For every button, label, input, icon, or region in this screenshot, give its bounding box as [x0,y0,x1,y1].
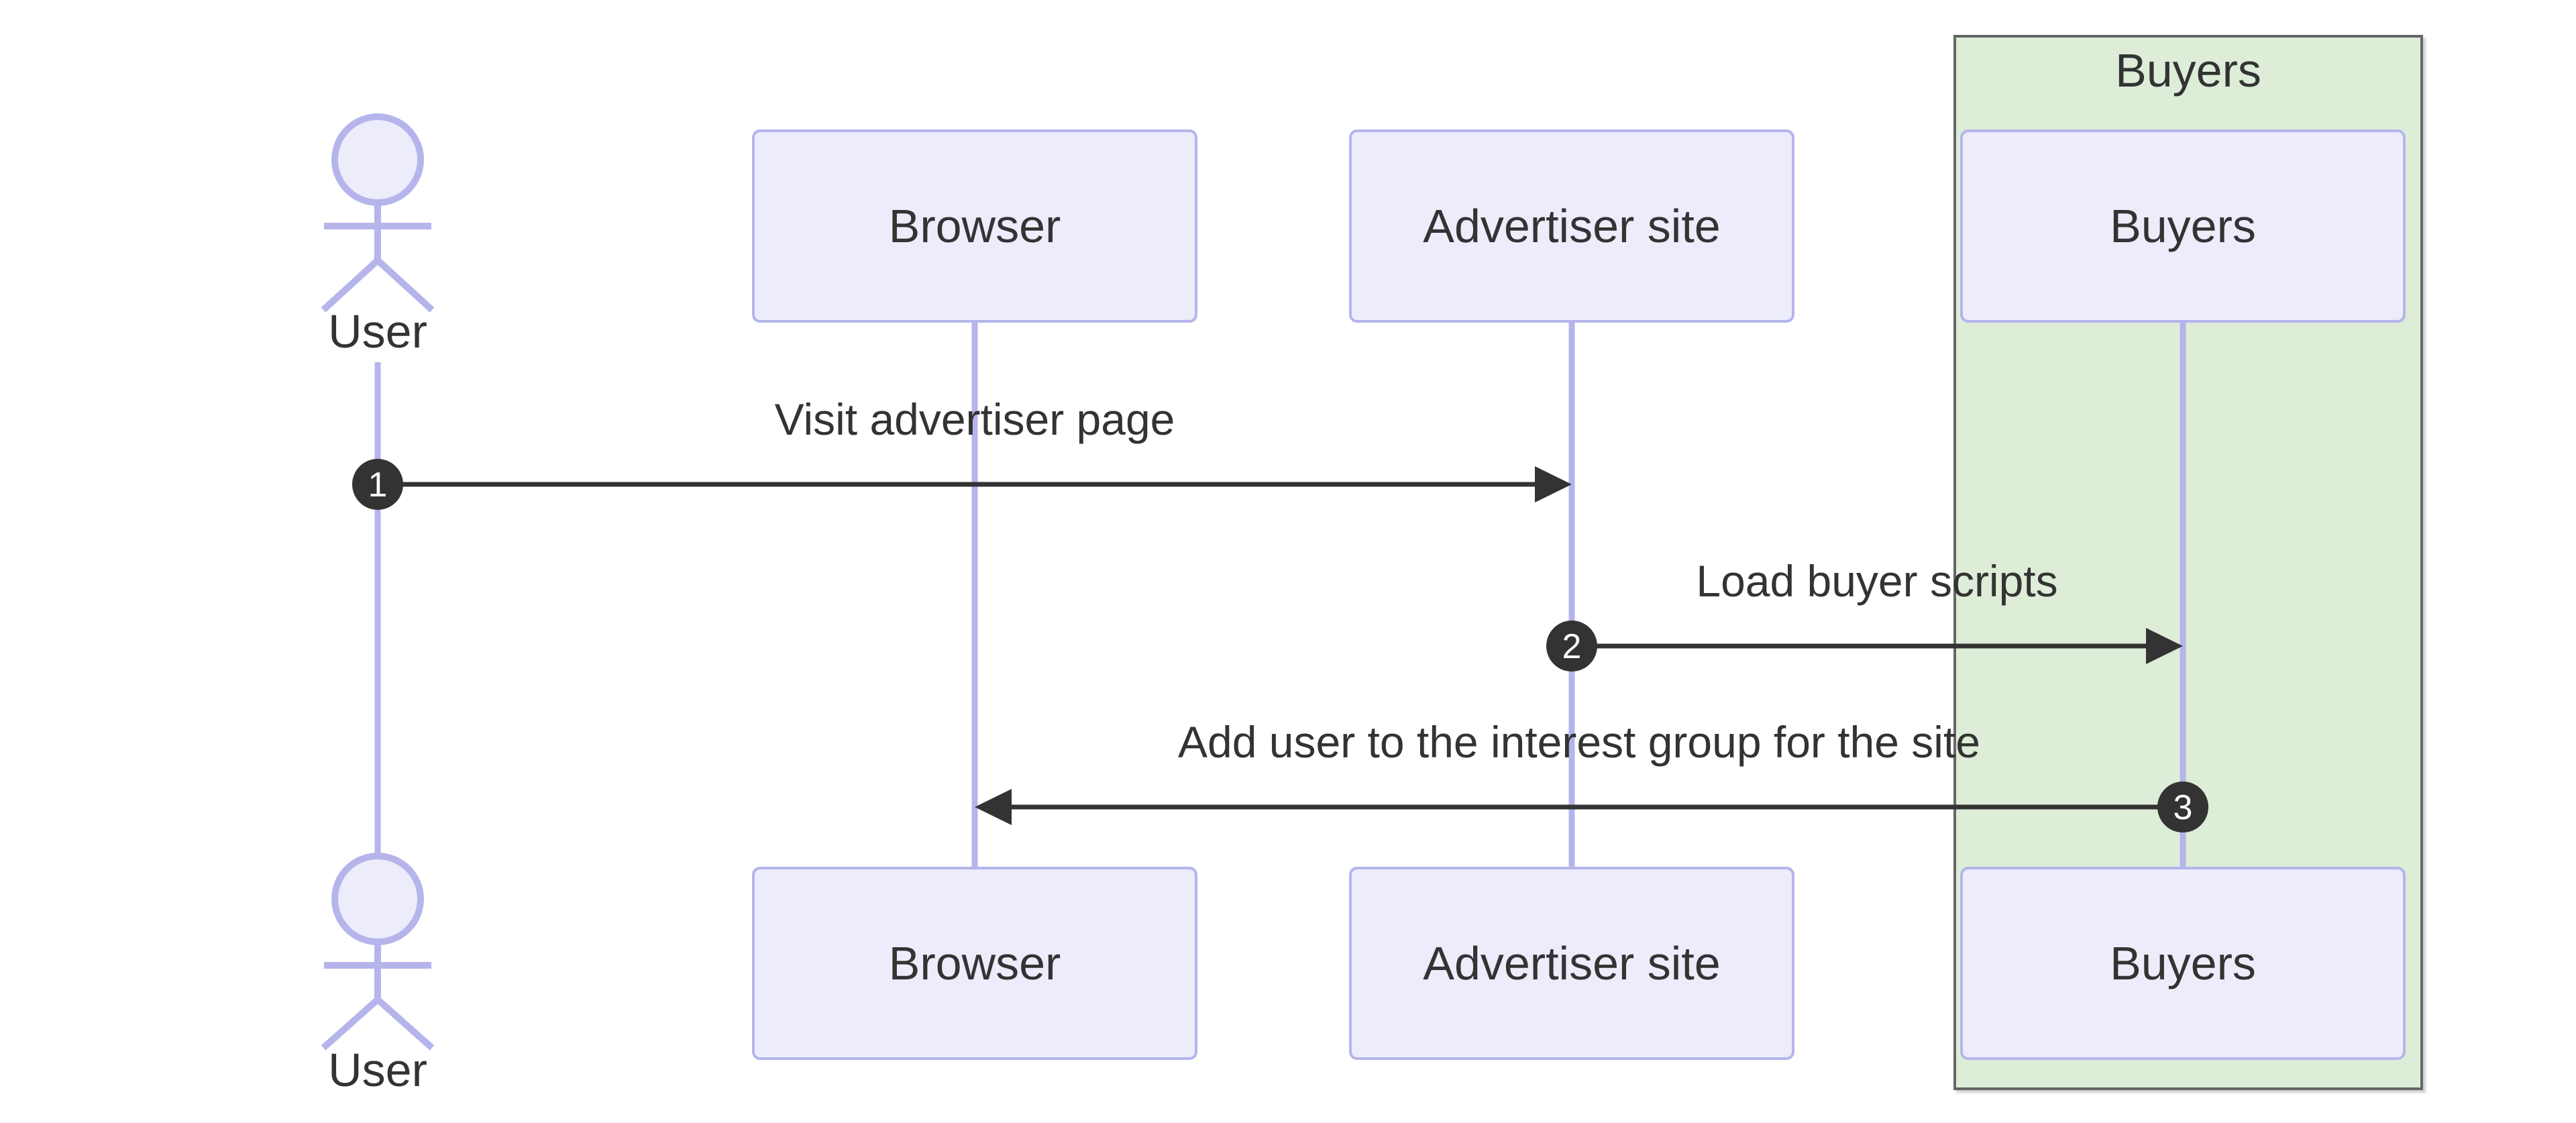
message-arrow-2: 2 [1546,621,2183,672]
lifelines [374,323,2186,867]
actor-label-user-bottom: User [328,1044,427,1096]
participant-advertiser-bottom: Advertiser site [1349,867,1794,1060]
participant-buyers-bottom: Buyers [1960,867,2406,1060]
participant-browser-bottom: Browser [752,867,1197,1060]
participant-browser-bottom-label: Browser [888,937,1061,990]
sequence-number-2: 2 [1562,627,1582,666]
sequence-number-badge-1 [352,459,403,510]
participant-advertiser-bottom-label: Advertiser site [1423,937,1721,990]
actor-label-user-top: User [328,305,427,358]
sequence-number-badge-3 [2157,782,2208,833]
sequence-number-badge-2 [1546,621,1597,672]
message-arrow-3: 3 [975,782,2208,833]
message-label-1: Visit advertiser page [774,394,1175,444]
user-actor-icon-top [321,113,435,313]
message-arrow-1: 1 [352,459,1572,510]
participant-buyers-top-label: Buyers [2110,200,2256,252]
participant-advertiser-top-label: Advertiser site [1423,200,1721,252]
participant-browser-top: Browser [752,129,1197,323]
user-actor-icon-bottom [321,853,435,1051]
buyers-group-label: Buyers [2115,44,2261,97]
message-label-2: Load buyer scripts [1696,556,2058,606]
message-label-3: Add user to the interest group for the s… [1177,717,1981,767]
sequence-number-1: 1 [368,466,388,504]
participant-advertiser-top: Advertiser site [1349,129,1794,323]
sequence-number-3: 3 [2174,788,2193,827]
participant-buyers-bottom-label: Buyers [2110,937,2256,990]
arrowhead-icon-1 [1535,466,1572,502]
arrowhead-icon-2 [2146,628,2183,664]
participant-browser-top-label: Browser [888,200,1061,252]
participant-buyers-top: Buyers [1960,129,2406,323]
arrowhead-icon-3 [975,789,1012,825]
